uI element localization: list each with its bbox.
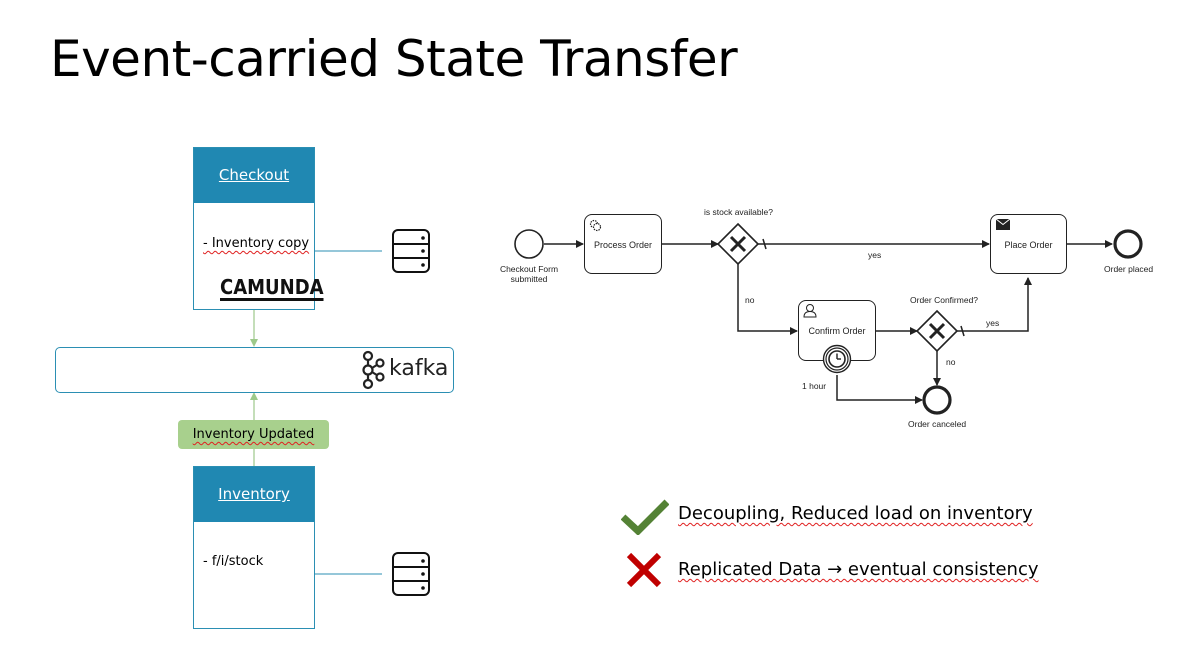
event-label-text: Inventory Updated	[192, 427, 315, 442]
no-label-2: no	[946, 357, 956, 367]
exclusive-gateway-icon	[716, 222, 760, 266]
default-flow-mark-2	[960, 325, 965, 337]
cancel-event-label: Order canceled	[908, 419, 967, 429]
timer-icon	[822, 344, 852, 374]
checkout-service-box: Checkout - Inventory copy CAMUNDA	[193, 147, 324, 310]
task-place-order: Place Order	[990, 214, 1067, 274]
pros-text-inner: Decoupling, Reduced load on inventory	[678, 503, 1033, 524]
flow-yes2-place	[957, 277, 1032, 332]
task-confirm-order-label: Confirm Order	[808, 326, 866, 336]
event-label: Inventory Updated	[178, 420, 329, 449]
database-icon	[392, 552, 430, 596]
checkout-item: - Inventory copy	[203, 236, 309, 251]
inventory-item: - f/i/stock	[203, 554, 264, 569]
send-message-icon	[996, 219, 1010, 230]
start-event-label-line2: submitted	[510, 274, 548, 284]
end-event-label: Order placed	[1104, 264, 1154, 274]
page-title: Event-carried State Transfer	[50, 30, 738, 88]
kafka-bus: kafka	[55, 347, 454, 393]
yes-label-2: yes	[986, 318, 1000, 328]
end-event-icon	[922, 385, 952, 415]
task-process-order-label: Process Order	[593, 240, 653, 250]
exclusive-gateway-icon	[915, 309, 959, 353]
inventory-service-box: Inventory - f/i/stock	[193, 466, 315, 629]
start-event-label-line1: Checkout Form	[499, 264, 559, 274]
task-place-order-label: Place Order	[1004, 240, 1053, 250]
cons-text: Replicated Data → eventual consistency	[678, 559, 1039, 580]
kafka-logo-icon	[362, 350, 385, 390]
inventory-header: Inventory	[194, 467, 314, 522]
gateway-question-label: is stock available?	[704, 207, 773, 217]
task-confirm-order: Confirm Order	[798, 300, 876, 361]
start-event-label: Checkout Form submitted	[496, 264, 562, 284]
flow-no-confirm	[737, 264, 798, 335]
timer-label: 1 hour	[802, 381, 827, 391]
camunda-logo: CAMUNDA	[220, 275, 324, 301]
checkout-item-text: - Inventory copy	[203, 236, 310, 251]
checkout-header: Checkout	[194, 148, 314, 203]
yes-label: yes	[868, 250, 882, 260]
pros-text: Decoupling, Reduced load on inventory	[678, 503, 1033, 524]
cons-text-inner: Replicated Data → eventual consistency	[678, 559, 1039, 580]
default-flow-mark	[762, 238, 767, 250]
end-event-icon	[1113, 229, 1143, 259]
order-confirmed-label: Order Confirmed?	[910, 295, 979, 305]
start-event-icon	[514, 229, 544, 259]
flow-timer-cancel	[836, 375, 923, 404]
kafka-label: kafka	[389, 356, 449, 381]
check-icon	[621, 499, 669, 535]
task-process-order: Process Order	[584, 214, 662, 274]
user-icon	[803, 304, 817, 318]
database-icon	[392, 229, 430, 273]
cross-icon	[626, 552, 662, 588]
no-label: no	[745, 295, 755, 305]
gear-icon	[589, 219, 602, 232]
